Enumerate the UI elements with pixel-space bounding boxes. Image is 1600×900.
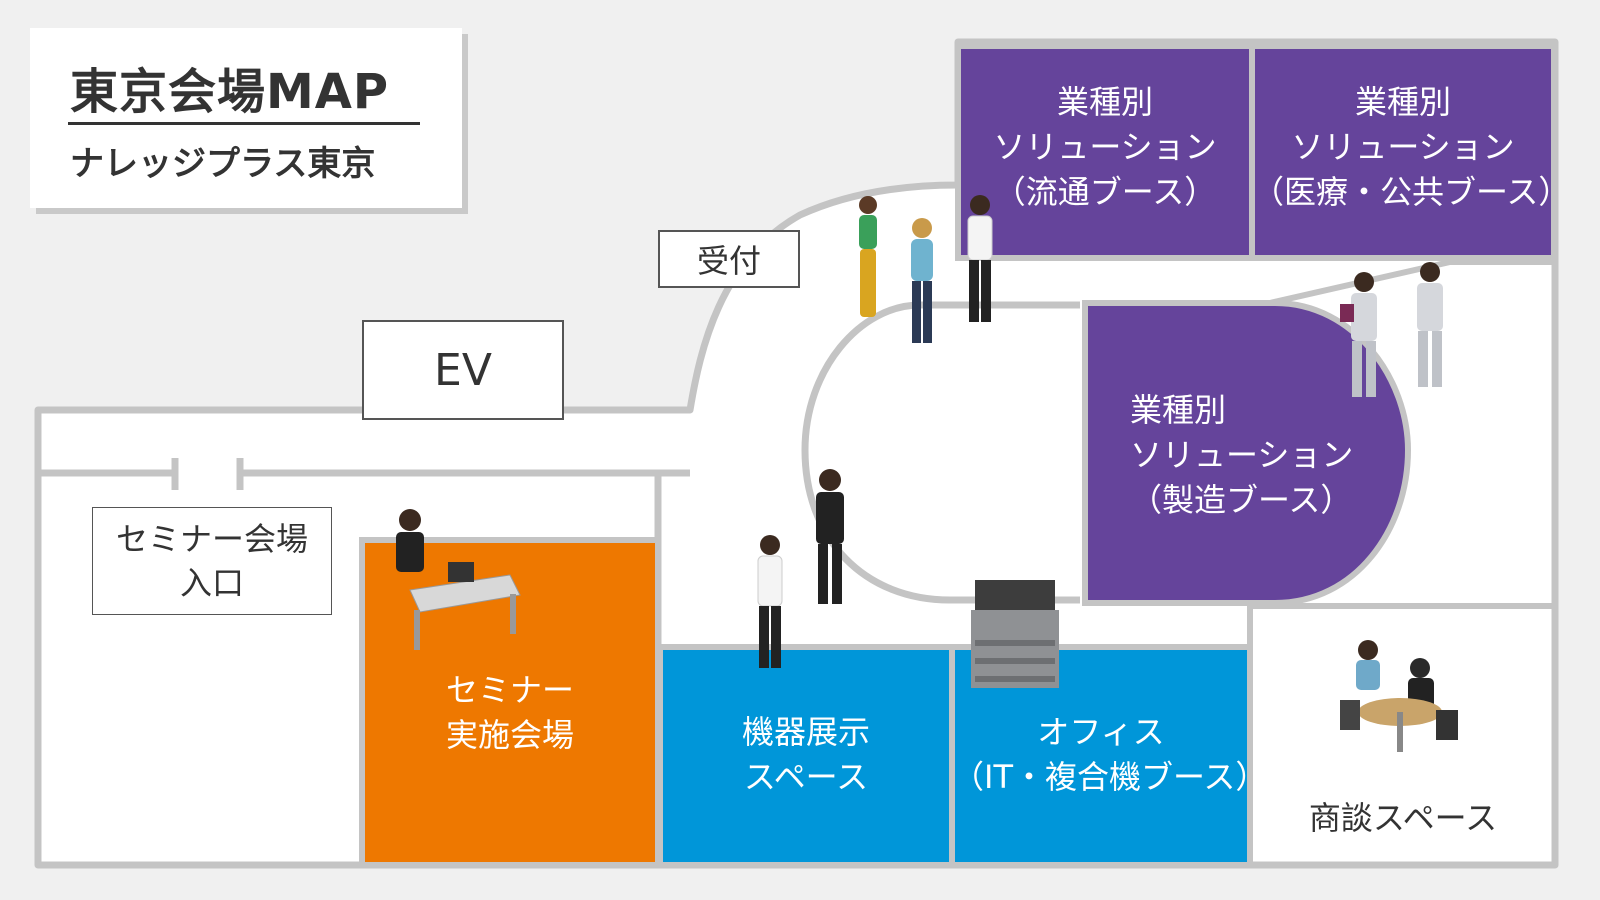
retail-booth-label: 業種別 ソリューション （流通ブース） [958,80,1252,215]
medical-booth-line2: ソリューション [1291,128,1515,166]
engineer-icon [1340,272,1377,397]
elevator-label: EV [434,344,492,396]
reception-label: 受付 [696,242,761,280]
diagonal-wall [1269,259,1555,306]
reception-sign: 受付 [658,230,800,288]
seminar-entrance-sign: セミナー会場 入口 [92,507,332,615]
multifunction-printer-icon [971,580,1059,688]
retail-booth-line2: ソリューション [993,128,1217,166]
map-title-card: 東京会場MAP ナレッジプラス東京 [30,28,462,208]
retail-booth-line1: 業種別 [1056,83,1153,121]
office-booth-label: オフィス （IT・複合機ブース） [952,710,1268,800]
elevator-sign: EV [362,320,564,420]
seminar-hall-label: セミナー 実施会場 [362,668,658,758]
seminar-entrance-line1: セミナー会場 [115,520,308,558]
engineer-icon [1417,262,1443,387]
medical-booth-block [1249,43,1557,261]
seminar-hall-line1: セミナー [445,671,574,709]
equipment-space-block [657,644,955,868]
seminar-entrance-line2: 入口 [179,564,244,602]
visitor-icon [911,218,933,343]
medical-booth-line3: （医療・公共ブース） [1252,173,1571,211]
equipment-space-line2: スペース [743,758,869,796]
manufacturing-booth-label: 業種別 ソリューション （製造ブース） [1130,388,1353,523]
title-divider [68,122,420,125]
office-booth-line1: オフィス [1037,713,1165,751]
medical-booth-line1: 業種別 [1354,83,1451,121]
retail-booth-block [955,43,1255,261]
oval-island [801,301,1080,604]
seminar-hall-line2: 実施会場 [445,716,574,754]
manufacturing-booth-line2: ソリューション [1130,436,1354,474]
businessman-icon [967,195,993,322]
manufacturing-booth-line1: 業種別 [1130,391,1227,429]
presenter-icon [816,469,844,604]
meeting-space-label: 商談スペース [1308,799,1498,837]
manufacturing-booth-block [1082,300,1412,606]
venue-name: ナレッジプラス東京 [70,144,376,184]
manufacturing-booth-line3: （製造ブース） [1130,481,1353,519]
meeting-table-icon [1340,640,1458,752]
businesswoman-icon [859,196,877,317]
office-booth-line2: （IT・複合機ブース） [952,758,1268,796]
equipment-space-label: 機器展示 スペース [660,710,952,800]
equipment-space-line1: 機器展示 [741,713,870,751]
retail-booth-line3: （流通ブース） [993,173,1217,211]
medical-booth-label: 業種別 ソリューション （医療・公共ブース） [1252,80,1571,215]
map-title: 東京会場MAP [70,64,390,120]
inner-wall [38,458,690,647]
staff-icon [757,535,783,668]
office-worker-desk-icon [396,509,521,650]
